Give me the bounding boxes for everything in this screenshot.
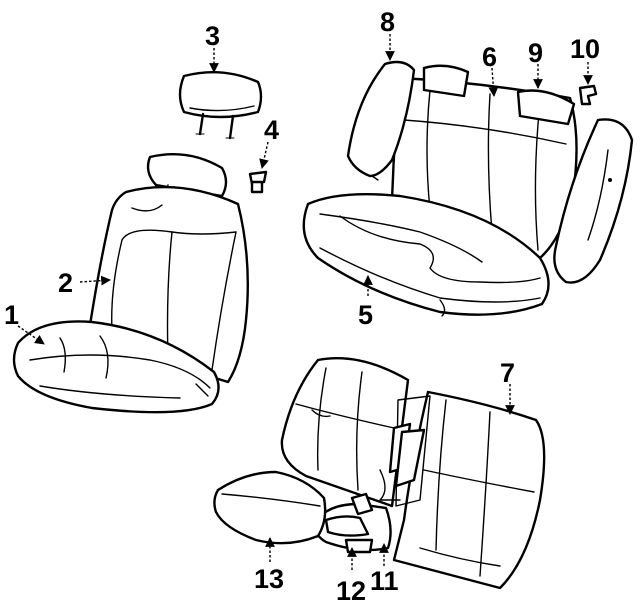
armrest-pad [213, 470, 327, 545]
front-seat [12, 153, 249, 414]
headrest-part [178, 71, 263, 140]
split-rear-seat-back [280, 357, 546, 590]
callout-12: 12 [336, 576, 366, 606]
callout-4: 4 [264, 115, 279, 145]
callout-13: 13 [254, 564, 284, 594]
callout-5: 5 [358, 300, 373, 330]
callout-8: 8 [380, 7, 395, 37]
callout-9: 9 [528, 38, 543, 68]
right-bolster [553, 118, 634, 284]
leader-lines [17, 34, 593, 570]
callout-labels: 1 2 3 4 5 6 7 8 9 10 11 12 13 [4, 7, 600, 606]
callout-1: 1 [4, 300, 19, 330]
callout-6: 6 [482, 42, 497, 72]
callout-3: 3 [205, 21, 220, 51]
clip-part [578, 84, 598, 106]
callout-10: 10 [570, 34, 600, 64]
left-bolster [346, 60, 416, 178]
callout-11: 11 [370, 566, 399, 596]
headrest-guide-part [248, 170, 268, 194]
callout-7: 7 [500, 358, 515, 388]
callout-2: 2 [58, 268, 73, 298]
